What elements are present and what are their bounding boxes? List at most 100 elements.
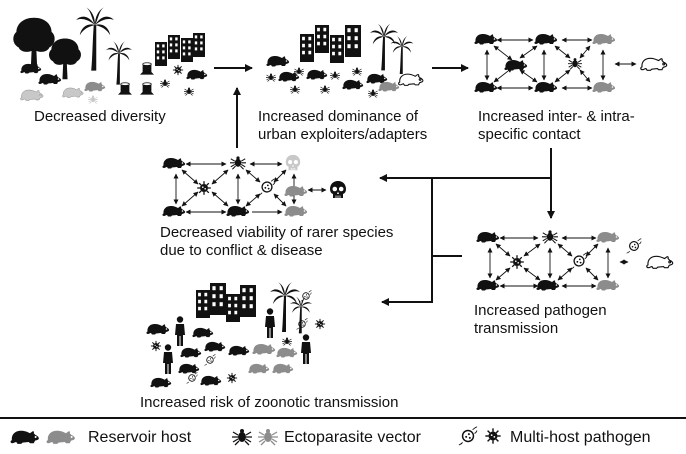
bacterium-icon (204, 354, 216, 366)
rodent-icon (536, 280, 560, 291)
rodent-icon (284, 186, 308, 197)
rodent-icon (640, 57, 668, 71)
rodent-icon (252, 344, 276, 355)
label-contact-line1: Increased inter- & intra- (478, 108, 635, 125)
urban-cluster (266, 23, 424, 98)
palm-icon (290, 296, 312, 334)
bacterium-icon (258, 178, 276, 196)
virus-icon (509, 254, 525, 270)
palm-icon (390, 36, 414, 74)
rodent-icon (162, 158, 186, 169)
rodent-icon (534, 34, 558, 45)
rodent-icon (306, 69, 328, 80)
bacterium-icon (186, 372, 198, 384)
building-icon (193, 33, 205, 57)
zoonotic-cluster (146, 282, 326, 388)
rodent-icon (504, 60, 528, 71)
rodent-icon (476, 232, 500, 243)
tree-stump-icon (140, 62, 154, 75)
palm-icon (106, 41, 132, 85)
tick-icon (230, 155, 246, 170)
rodent-icon (476, 280, 500, 291)
legend-icons (10, 426, 502, 446)
transmission-network (476, 229, 674, 291)
rodent-icon (646, 255, 674, 269)
virus-icon (226, 372, 238, 384)
tick-icon (368, 89, 378, 98)
tick-icon (330, 71, 340, 80)
tick-icon (88, 95, 98, 104)
tree-stump-icon (118, 82, 132, 95)
tick-icon (568, 57, 582, 70)
building-icon (330, 35, 344, 63)
rodent-icon (226, 206, 250, 217)
rodent-icon (204, 341, 226, 352)
rodent-icon (272, 363, 294, 374)
viability-network (162, 154, 347, 217)
tick-icon (320, 85, 330, 94)
rodent-icon (62, 87, 84, 99)
label-decreased-diversity: Decreased diversity (34, 108, 166, 125)
building-icon (168, 35, 180, 59)
tree-icon (13, 17, 55, 71)
building-icon (155, 42, 167, 66)
label-viability-line1: Decreased viability of rarer species (160, 224, 394, 241)
label-viability-line2: due to conflict & disease (160, 242, 323, 259)
rodent-icon (46, 430, 75, 444)
rodent-icon (20, 89, 44, 101)
virus-icon (150, 340, 162, 352)
rodent-icon (534, 82, 558, 93)
rodent-icon (474, 82, 498, 93)
rodent-icon (378, 81, 400, 92)
label-contact-line2: specific contact (478, 126, 581, 143)
flow-arrows (214, 64, 555, 306)
person-icon (163, 344, 173, 374)
rodent-icon (38, 74, 62, 85)
rodent-icon (342, 79, 364, 90)
bacterium-icon (626, 238, 642, 254)
palm-icon (76, 7, 114, 71)
label-transmission-line2: transmission (474, 320, 559, 337)
legend-ectoparasite-vector: Ectoparasite vector (284, 429, 421, 446)
tick-icon (290, 85, 300, 94)
tick-icon (258, 428, 278, 446)
diversity-cluster (13, 7, 208, 104)
rodent-icon (178, 363, 200, 374)
tick-icon (542, 229, 558, 244)
virus-icon (314, 318, 326, 330)
bacterium-icon (300, 290, 312, 302)
rodent-icon (150, 377, 172, 388)
bacterium-icon (458, 426, 478, 446)
building-icon (196, 290, 210, 318)
tick-icon (184, 87, 194, 96)
rodent-icon (162, 206, 186, 217)
rodent-icon (180, 347, 202, 358)
label-transmission-line1: Increased pathogen (474, 302, 607, 319)
legend-multi-host-pathogen: Multi-host pathogen (510, 429, 651, 446)
bacterium-icon (570, 252, 588, 270)
rodent-icon (398, 73, 424, 86)
label-urban-dominance-line1: Increased dominance of (258, 108, 419, 125)
label-zoonotic: Increased risk of zoonotic transmission (140, 394, 399, 411)
building-icon (181, 38, 193, 62)
person-icon (175, 316, 185, 346)
rodent-icon (20, 63, 42, 74)
tick-icon (282, 337, 292, 346)
legend-reservoir-host: Reservoir host (88, 429, 192, 446)
building-icon (226, 294, 240, 322)
label-urban-dominance-line2: urban exploiters/adapters (258, 126, 428, 143)
rodent-icon (84, 81, 106, 92)
rodent-icon (596, 280, 620, 291)
rodent-icon (186, 69, 208, 80)
building-icon (345, 25, 361, 57)
rodent-icon (266, 56, 290, 67)
tick-icon (232, 428, 252, 446)
building-icon (210, 283, 226, 315)
building-icon (300, 34, 314, 62)
rodent-icon (276, 347, 298, 358)
skull-icon (285, 154, 301, 171)
person-icon (265, 308, 275, 338)
rodent-icon (10, 430, 39, 444)
rodent-icon (228, 345, 250, 356)
